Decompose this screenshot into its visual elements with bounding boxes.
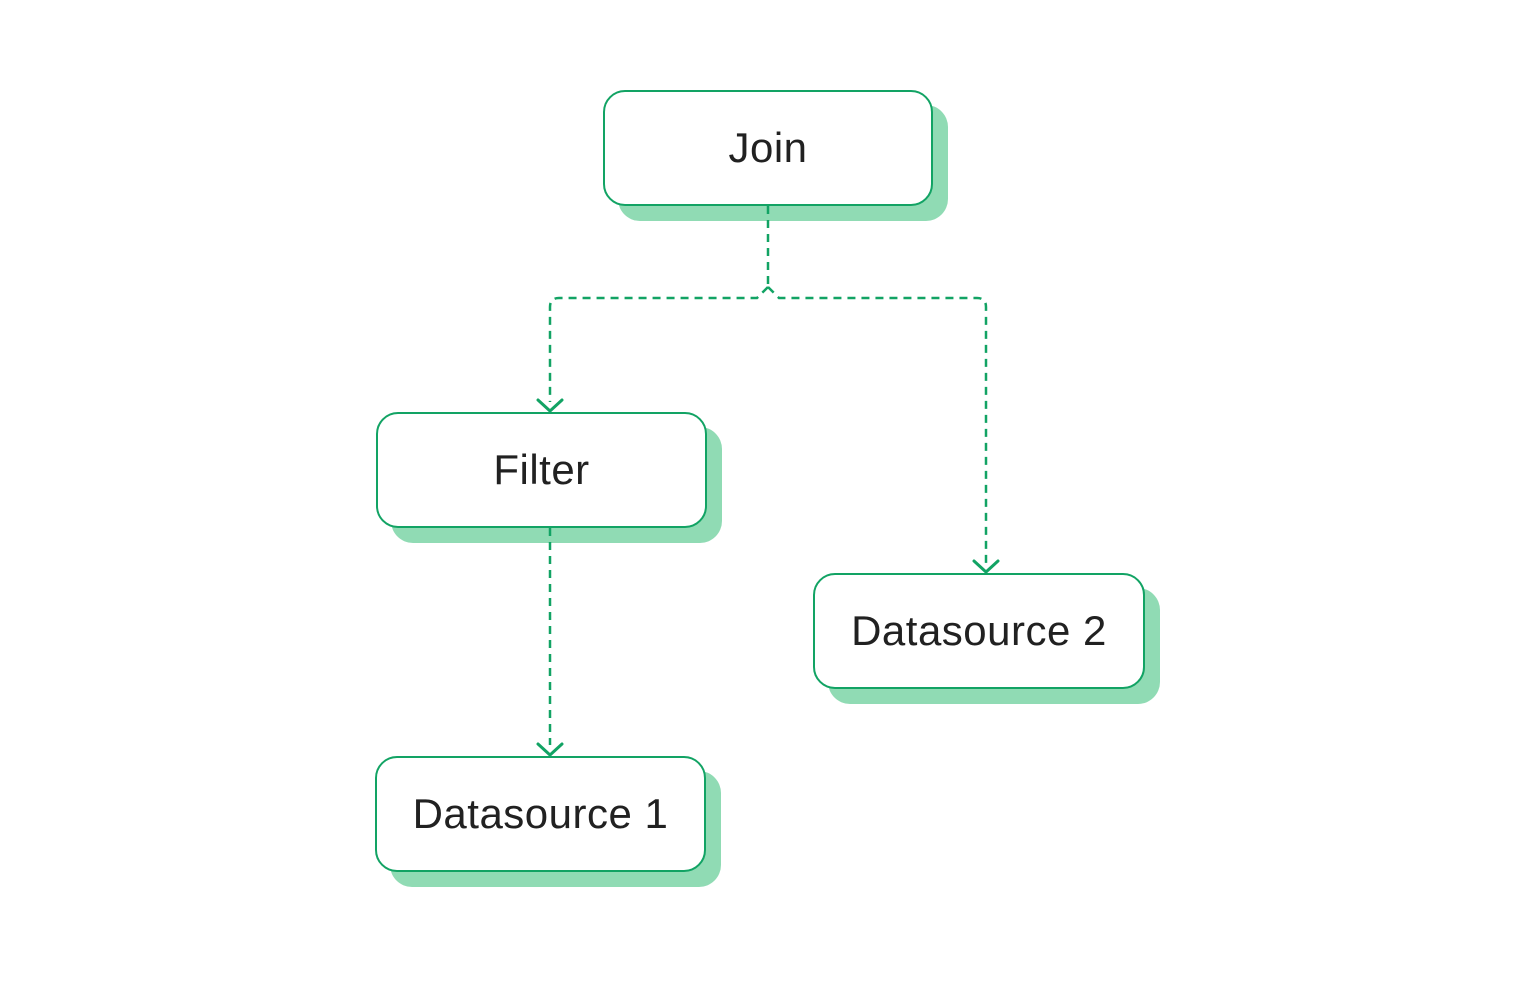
node-datasource2[interactable]: Datasource 2 bbox=[813, 573, 1145, 689]
node-join-label: Join bbox=[728, 124, 808, 171]
edge-join-datasource2 bbox=[767, 286, 988, 563]
node-filter-label: Filter bbox=[493, 446, 590, 493]
edge-join-filter bbox=[548, 286, 769, 402]
arrowhead-icon-datasource2 bbox=[972, 559, 1000, 574]
node-datasource1[interactable]: Datasource 1 bbox=[375, 756, 706, 872]
node-join[interactable]: Join bbox=[603, 90, 933, 206]
arrowhead-icon-datasource1 bbox=[536, 742, 564, 757]
node-datasource1-label: Datasource 1 bbox=[412, 790, 669, 837]
node-datasource2-label: Datasource 2 bbox=[851, 607, 1107, 654]
arrowhead-icon-filter bbox=[536, 398, 564, 413]
node-filter[interactable]: Filter bbox=[376, 412, 707, 528]
